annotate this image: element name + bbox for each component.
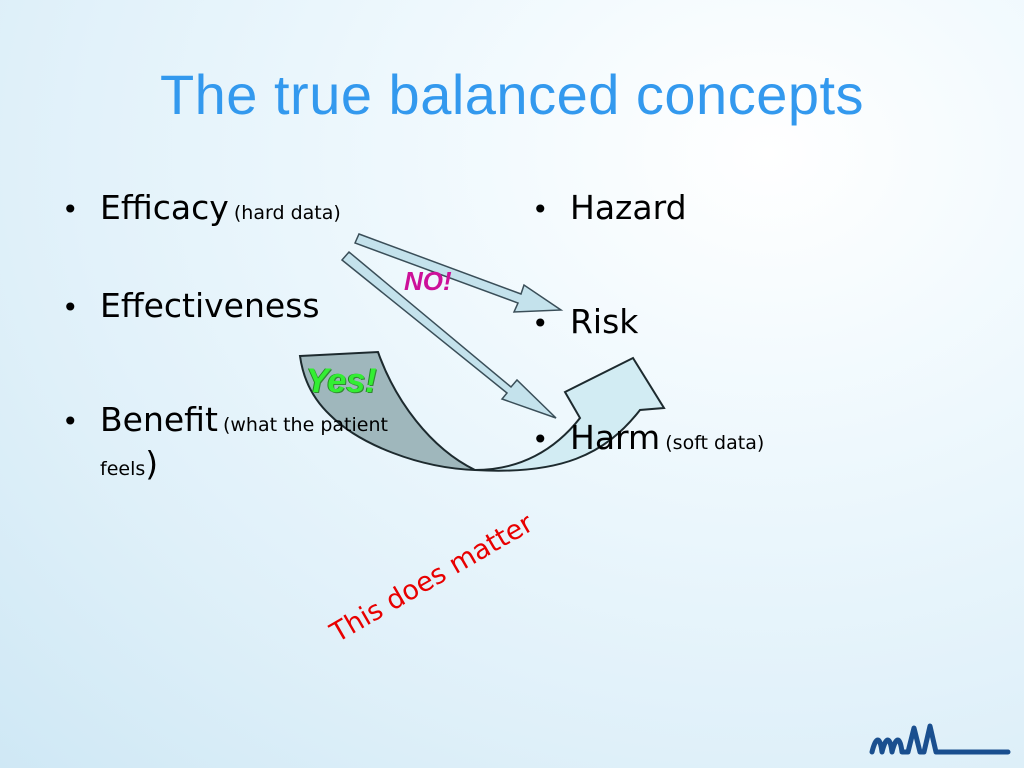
term-efficacy: Efficacy xyxy=(100,188,229,227)
bullet: • xyxy=(62,193,79,226)
list-item-hazard: • Hazard xyxy=(532,188,687,227)
bullet: • xyxy=(532,423,549,456)
note-close-paren: ) xyxy=(145,444,159,483)
note-soft-data: (soft data) xyxy=(665,432,765,454)
note-hard-data: (hard data) xyxy=(233,202,341,224)
note-feels: feels xyxy=(100,458,146,480)
arrow-efficacy-to-harm xyxy=(340,250,557,419)
term-harm: Harm xyxy=(570,418,661,457)
curved-yes-arrow xyxy=(298,350,666,472)
term-hazard: Hazard xyxy=(570,188,687,227)
bullet: • xyxy=(62,291,79,324)
bullet: • xyxy=(532,307,549,340)
slide-title: The true balanced concepts xyxy=(159,63,865,126)
term-risk: Risk xyxy=(570,302,639,341)
list-item-risk: • Risk xyxy=(532,302,638,341)
bullet: • xyxy=(62,405,79,438)
list-item-efficacy: • Efficacy (hard data) xyxy=(62,188,341,227)
list-item-benefit: • Benefit (what the patient feels) xyxy=(62,400,388,483)
note-what-the-patient: (what the patient xyxy=(222,414,388,436)
yes-arrow-label: Yes! xyxy=(306,362,377,400)
benefit-note-wrap: feels) xyxy=(100,444,158,483)
term-effectiveness: Effectiveness xyxy=(100,286,320,325)
list-item-harm: • Harm (soft data) xyxy=(532,418,764,457)
bullet: • xyxy=(532,193,549,226)
ecg-logo-icon xyxy=(869,723,1011,755)
list-item-effectiveness: • Effectiveness xyxy=(62,286,320,325)
no-arrow-label: NO! xyxy=(404,266,452,296)
arrow-efficacy-to-risk xyxy=(353,233,564,313)
term-benefit: Benefit xyxy=(100,400,218,439)
